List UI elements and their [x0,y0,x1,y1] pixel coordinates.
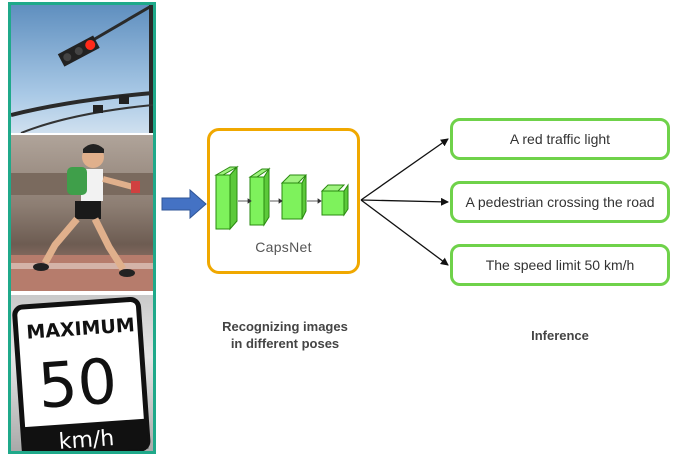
speed-sign-photo: MAXIMUM 50 km/h [11,295,153,451]
pedestrian-photo [11,135,153,291]
capsule-layers [214,165,349,231]
output-speed-limit: The speed limit 50 km/h [450,244,670,286]
capsule-layer-4 [320,183,349,217]
caption-inference: Inference [531,328,589,343]
input-image-strip: MAXIMUM 50 km/h [8,2,156,454]
output-traffic-light: A red traffic light [450,118,670,160]
output-label: The speed limit 50 km/h [485,257,635,273]
output-label: A pedestrian crossing the road [465,194,655,210]
traffic-light-photo [11,5,153,133]
output-label: A red traffic light [509,131,611,147]
input-arrow [161,188,207,220]
capsnet-label: CapsNet [255,239,312,255]
output-pedestrian: A pedestrian crossing the road [450,181,670,223]
sign-value-text: 50 [36,344,120,422]
inference-arrow-1 [360,138,449,201]
capsule-layer-1 [214,165,239,231]
capsule-layer-2 [248,167,271,227]
inference-arrow-2 [360,197,449,206]
caption-line-2: in different poses [230,336,340,351]
caption-line-1: Recognizing images [222,319,348,334]
caption-recognizing: Recognizing images in different poses [190,318,380,352]
capsule-layer-3 [280,174,308,220]
inference-arrow-3 [360,199,449,266]
sign-unit-text: km/h [58,426,115,451]
capsnet-box: CapsNet [207,128,360,274]
